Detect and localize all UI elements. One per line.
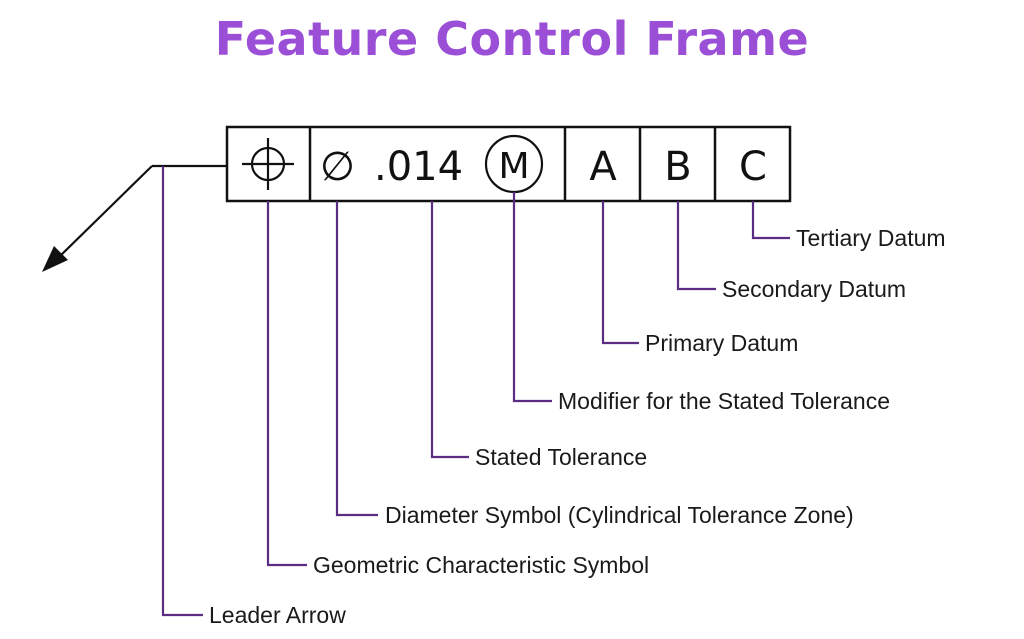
label-diameter-symbol: Diameter Symbol (Cylindrical Tolerance Z…	[385, 502, 854, 528]
tolerance-value: .014	[374, 144, 463, 190]
callout-line-primary	[601, 201, 639, 345]
diagram-title: Feature Control Frame	[214, 12, 810, 66]
diameter-symbol: ∅	[320, 144, 355, 190]
callout-line-geometric	[266, 201, 307, 567]
callout-line-leader	[161, 166, 203, 617]
label-stated-tolerance: Stated Tolerance	[475, 444, 647, 470]
leader-arrow	[42, 164, 227, 272]
label-geometric-symbol: Geometric Characteristic Symbol	[313, 552, 649, 578]
callout-line-diameter	[335, 201, 378, 517]
datum-tertiary: C	[739, 144, 767, 190]
callout-line-modifier	[512, 192, 552, 403]
frame-box	[225, 125, 792, 203]
datum-primary: A	[589, 144, 617, 190]
position-icon	[242, 138, 294, 190]
label-tertiary-datum: Tertiary Datum	[796, 225, 946, 251]
modifier-letter: M	[498, 146, 529, 187]
datum-secondary: B	[664, 144, 691, 190]
label-leader-arrow: Leader Arrow	[209, 602, 346, 628]
label-primary-datum: Primary Datum	[645, 330, 798, 356]
callout-line-secondary	[676, 201, 716, 291]
label-modifier: Modifier for the Stated Tolerance	[558, 388, 890, 414]
callout-line-tertiary	[751, 201, 790, 240]
label-secondary-datum: Secondary Datum	[722, 276, 906, 302]
callout-line-tolerance	[430, 201, 469, 459]
